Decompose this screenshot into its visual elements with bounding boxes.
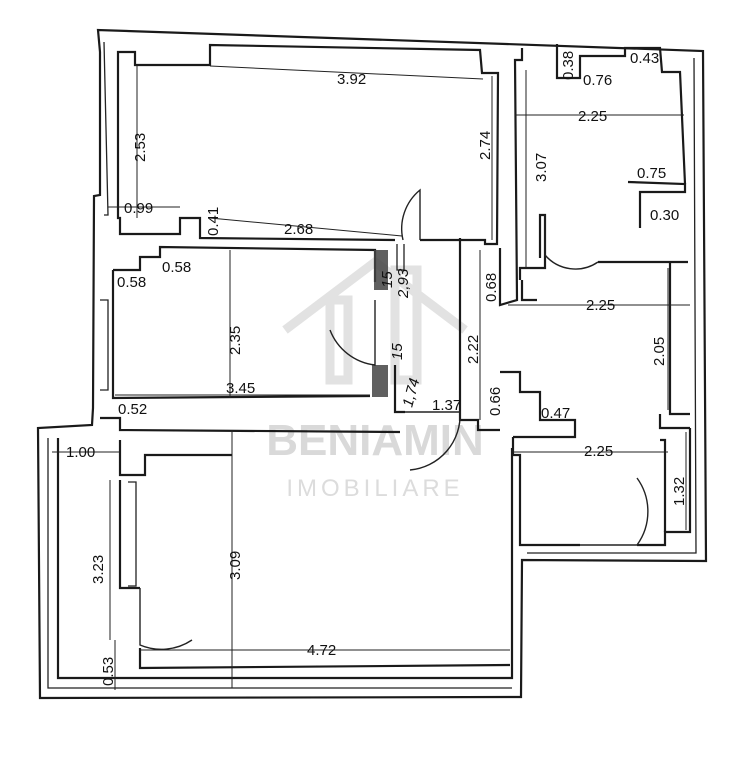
dim-label-2-25-a: 2.25 <box>578 108 607 125</box>
dim-line-2-68 <box>209 217 403 237</box>
hallway-wall-left <box>458 238 500 432</box>
dim-label-0-99: 0.99 <box>124 200 153 217</box>
room-top-right-wall-top <box>555 44 687 185</box>
room-bottom-right-wall-left <box>511 437 580 547</box>
room-bottom-living <box>56 438 514 680</box>
hallway-wall-right-step <box>500 370 577 439</box>
dim-label-3-45: 3.45 <box>226 380 255 397</box>
room-middle-left-right-jamb <box>393 365 405 414</box>
outer-wall-outline <box>36 28 708 700</box>
room-top-right <box>498 44 688 307</box>
door-bottom-right-swing <box>580 477 649 546</box>
wall-hatch-top <box>374 250 388 290</box>
outer-wall-inner-line-bottom <box>47 438 512 689</box>
doors <box>139 188 649 650</box>
door-hall-swing <box>405 411 461 471</box>
room-bottom-living-wall-bottom <box>138 648 511 670</box>
room-bottom-living-wall-left <box>118 480 140 590</box>
handwritten-note-b: 2,93 <box>395 268 412 299</box>
dim-label-0-30: 0.30 <box>650 207 679 224</box>
dimension-lines <box>52 65 690 690</box>
dim-label-0-68: 0.68 <box>483 273 500 302</box>
dim-label-3-07: 3.07 <box>533 153 550 182</box>
dim-label-1-32: 1.32 <box>671 477 688 506</box>
dim-label-2-22: 2.22 <box>465 335 482 364</box>
dim-line-3-92 <box>209 65 484 80</box>
window-bottom-left <box>128 481 137 587</box>
dim-label-0-66: 0.66 <box>487 387 504 416</box>
room-middle-left-walls-top <box>113 245 377 282</box>
dim-label-3-09: 3.09 <box>227 551 244 580</box>
dim-label-0-75: 0.75 <box>637 165 666 182</box>
dim-label-2-35: 2.35 <box>227 326 244 355</box>
outer-walls <box>36 28 708 700</box>
dimension-labels: 3.92 2.53 2.74 0.99 0.41 2.68 0.58 0.58 … <box>66 50 688 686</box>
room-right-middle <box>520 262 690 430</box>
dim-label-4-72: 4.72 <box>307 642 336 659</box>
dim-label-2-74: 2.74 <box>477 131 494 160</box>
dim-label-0-58-b: 0.58 <box>117 274 146 291</box>
dim-label-0-76: 0.76 <box>583 72 612 89</box>
handwritten-notes: 15 2,93 15 1,74 <box>379 268 423 409</box>
watermark-tagline: IMOBILIARE <box>286 475 463 502</box>
door-middle-left-swing <box>329 300 376 366</box>
room-top-left-walls-bottom <box>116 65 396 242</box>
dim-label-0-58-a: 0.58 <box>162 259 191 276</box>
wall-post <box>396 244 405 271</box>
handwritten-note-d: 1,74 <box>399 376 423 409</box>
dim-label-3-23: 3.23 <box>90 555 107 584</box>
hallway-wall-bottom <box>100 416 401 434</box>
watermark-building-right-icon <box>390 265 422 385</box>
watermark-logo: BENIAMIN IMOBILIARE <box>266 256 484 502</box>
door-kitchen-swing <box>544 215 599 270</box>
room-top-right-jamb <box>518 213 547 280</box>
dim-label-1-00: 1.00 <box>66 444 95 461</box>
room-bottom-right-wall-inner <box>660 438 667 532</box>
room-top-right-niche <box>627 180 687 228</box>
hallway <box>100 238 577 439</box>
outer-wall-inner-line-right <box>527 57 697 554</box>
door-top-left-swing <box>401 188 421 241</box>
dim-label-0-52: 0.52 <box>118 401 147 418</box>
door-living-swing <box>139 588 193 650</box>
watermark-building-left-icon <box>325 295 353 385</box>
dim-label-2-53: 2.53 <box>132 133 149 162</box>
watermark-brand: BENIAMIN <box>266 416 484 465</box>
room-bottom-living-walls <box>56 438 514 680</box>
room-top-left-walls-top <box>116 43 500 246</box>
dim-label-3-92: 3.92 <box>337 71 366 88</box>
room-top-left <box>116 43 500 246</box>
wall-hatch-bottom <box>372 365 388 397</box>
room-right-middle-wall-right <box>668 262 690 416</box>
dim-label-2-25-b: 2.25 <box>586 297 615 314</box>
dim-label-0-38: 0.38 <box>560 51 577 80</box>
dim-label-2-68: 2.68 <box>284 221 313 238</box>
handwritten-note-a: 15 <box>379 271 396 288</box>
room-right-middle-wall-bottom <box>658 414 690 430</box>
dim-label-0-41: 0.41 <box>205 207 222 236</box>
handwritten-note-c: 15 <box>389 343 406 360</box>
dim-label-0-43: 0.43 <box>630 50 659 67</box>
outer-wall-inner-line-top <box>103 41 109 216</box>
room-middle-left <box>100 244 405 414</box>
dim-label-0-53: 0.53 <box>100 657 117 686</box>
room-middle-left-walls-bottom <box>111 270 371 400</box>
dim-label-2-05: 2.05 <box>651 337 668 366</box>
room-top-right-wall-left <box>498 48 524 307</box>
window-left <box>100 299 109 391</box>
room-bottom-living-wall-top-left <box>118 440 232 477</box>
dim-label-0-47: 0.47 <box>541 405 570 422</box>
dim-label-1-37: 1.37 <box>432 397 461 414</box>
dim-label-2-25-c: 2.25 <box>584 443 613 460</box>
room-right-middle-corner <box>520 280 537 302</box>
